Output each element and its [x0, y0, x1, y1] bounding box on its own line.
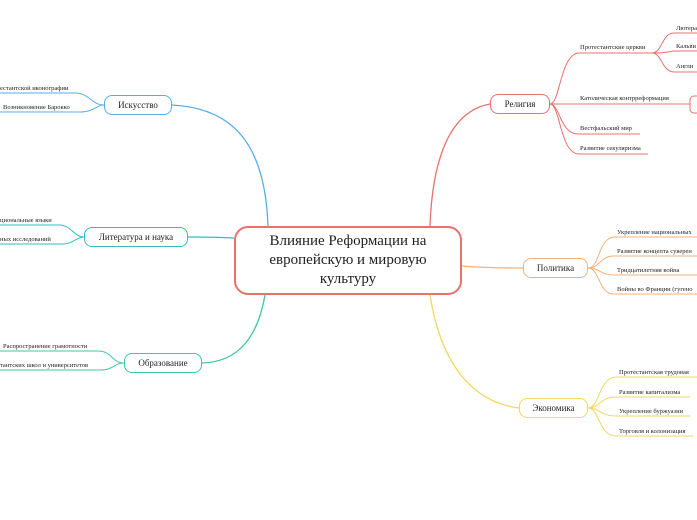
- topic-economy[interactable]: Экономика: [519, 398, 588, 418]
- subtopic-art-1[interactable]: естантской иконографии: [0, 85, 69, 92]
- connector-art: [171, 104, 269, 227]
- central-topic[interactable]: Влияние Реформации на европейскую и миро…: [234, 226, 462, 295]
- topic-art-label: Искусство: [118, 100, 158, 110]
- subtopic-education-2[interactable]: тантских школ и университетов: [0, 362, 89, 369]
- topic-art[interactable]: Искусство: [104, 95, 172, 115]
- subtopic-religion-2[interactable]: Католическая контрреформация: [580, 95, 669, 102]
- topic-politics-label: Политика: [536, 263, 575, 273]
- subtopic-education-1[interactable]: Распространение грамотности: [3, 343, 88, 350]
- subtopic-religion-3[interactable]: Вестфальский мир: [580, 125, 632, 132]
- subtopic-church-1[interactable]: Лютера: [676, 25, 697, 32]
- connector-economy: [429, 294, 520, 409]
- subtopic-economy-1[interactable]: Протестантская трудовая: [619, 369, 689, 376]
- topic-religion-label: Религия: [504, 99, 536, 109]
- subtopic-religion-1[interactable]: Протестантские церкви: [580, 44, 646, 51]
- subtopic-economy-4[interactable]: Торговля и колонизация: [619, 428, 686, 435]
- religion-sub-node: [689, 95, 697, 114]
- topic-economy-label: Экономика: [532, 403, 575, 413]
- connector-education: [201, 294, 266, 364]
- subtopic-politics-4[interactable]: Войны во Франции (гугено: [617, 286, 693, 293]
- subtopic-politics-2[interactable]: Развитие концепта суверен: [617, 248, 692, 255]
- central-topic-label: Влияние Реформации на европейскую и миро…: [269, 233, 427, 287]
- subtopic-politics-3[interactable]: Тридцатилетняя война: [617, 267, 680, 274]
- topic-religion[interactable]: Религия: [490, 94, 550, 114]
- subtopic-church-3[interactable]: Англи: [676, 63, 694, 70]
- topic-education-label: Образование: [138, 358, 188, 368]
- subtopic-church-2[interactable]: Кальви: [676, 43, 696, 50]
- connector-politics: [461, 265, 524, 269]
- subtopic-religion-4[interactable]: Развитие секуляризма: [580, 145, 641, 152]
- subtopic-science-1[interactable]: циональные языки: [0, 217, 52, 224]
- subtopic-economy-3[interactable]: Укрепление буржуазии: [619, 408, 684, 415]
- topic-politics[interactable]: Политика: [523, 258, 588, 278]
- subtopic-science-2[interactable]: ных исследований: [0, 236, 51, 243]
- connector-science: [187, 236, 235, 239]
- subtopic-economy-2[interactable]: Развитие капитализма: [619, 389, 681, 396]
- connector-religion: [429, 103, 491, 227]
- subtopic-art-2[interactable]: Возникновение Барокко: [3, 104, 70, 111]
- subtopic-politics-1[interactable]: Укрепление национальных: [617, 229, 692, 236]
- topic-education[interactable]: Образование: [124, 353, 202, 373]
- topic-science[interactable]: Литература и наука: [84, 227, 188, 247]
- topic-science-label: Литература и наука: [98, 232, 174, 242]
